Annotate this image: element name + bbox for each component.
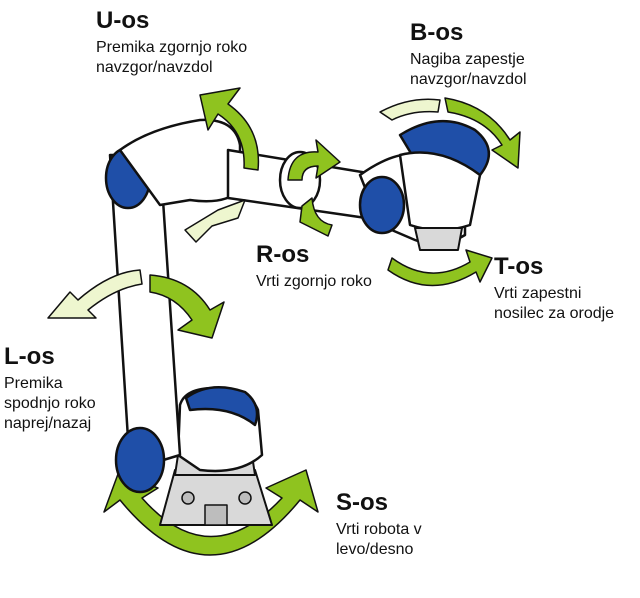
b-axis-rotation-arrow xyxy=(379,97,521,169)
l-axis-rotation-arrow xyxy=(47,269,225,339)
elbow-housing xyxy=(118,118,242,207)
l-axis-label: L-os Premika spodnjo roko naprej/nazaj xyxy=(4,344,96,434)
r-axis-label: R-os Vrti zgornjo roko xyxy=(256,242,372,292)
t-axis-description: Vrti zapestni nosilec za orodje xyxy=(494,285,615,322)
l-axis-description: Premika spodnjo roko naprej/nazaj xyxy=(4,375,96,432)
u-axis-rotation-arrow xyxy=(184,87,260,243)
wrist-housing xyxy=(358,119,490,251)
lower-joint-housing xyxy=(176,386,264,473)
t-axis-label: T-os Vrti zapestni nosilec za orodje xyxy=(494,254,614,324)
u-axis-label: U-os Premika zgornjo roko navzgor/navzdo… xyxy=(96,8,247,78)
u-axis-description: Premika zgornjo roko navzgor/navzdol xyxy=(96,39,248,76)
lower-arm xyxy=(104,146,182,494)
t-axis-rotation-arrow xyxy=(387,249,493,287)
s-axis-title: S-os xyxy=(336,489,389,516)
b-axis-label: B-os Nagiba zapestje navzgor/navzdol xyxy=(410,20,527,90)
t-axis-title: T-os xyxy=(494,253,544,280)
l-axis-title: L-os xyxy=(4,343,55,370)
r-axis-description: Vrti zgornjo roko xyxy=(256,273,372,290)
b-axis-description: Nagiba zapestje navzgor/navzdol xyxy=(410,51,527,88)
b-axis-title: B-os xyxy=(410,19,464,46)
u-axis-title: U-os xyxy=(96,7,150,34)
s-axis-label: S-os Vrti robota v levo/desno xyxy=(336,490,422,560)
s-axis-description: Vrti robota v levo/desno xyxy=(336,521,422,558)
r-axis-rotation-arrow xyxy=(287,139,341,237)
r-axis-title: R-os xyxy=(256,241,310,268)
